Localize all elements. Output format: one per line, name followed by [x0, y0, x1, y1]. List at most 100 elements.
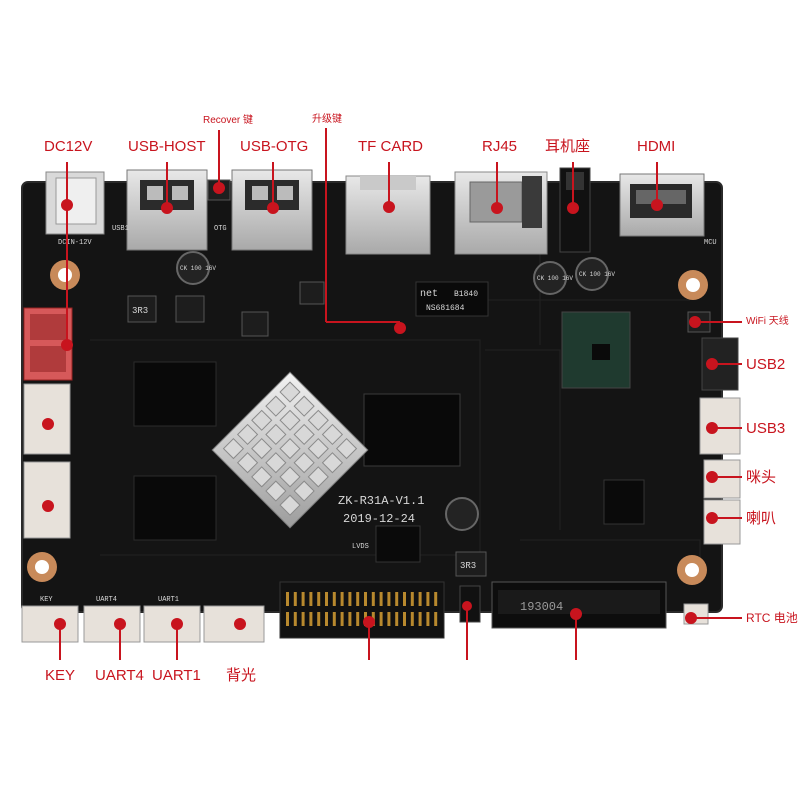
heatsink-fin — [236, 452, 259, 474]
dot-uart4 — [114, 618, 126, 630]
dot-mini-pcie — [570, 608, 582, 620]
gpio-pin — [286, 612, 289, 626]
dot-usb-otg — [267, 202, 279, 214]
label-speaker: 喇叭 — [746, 510, 777, 527]
dot-usb-host — [161, 202, 173, 214]
rj45-port — [454, 171, 548, 255]
heatsink-fin — [265, 452, 287, 474]
wifi-module — [561, 311, 631, 389]
inductor-1 — [127, 295, 157, 323]
emmc-chip — [363, 393, 461, 467]
lvds-chip — [375, 525, 421, 563]
dot-recover — [213, 182, 225, 194]
gpio-pin — [325, 592, 328, 606]
heatsink — [211, 371, 369, 529]
dot-rj45 — [491, 202, 503, 214]
silk-eth-brand: net — [420, 289, 438, 300]
dot-rtc — [685, 612, 697, 624]
silk-eth-line2: NS681684 — [426, 304, 465, 313]
gpio-pin — [301, 612, 305, 626]
left-connector-2 — [23, 461, 71, 539]
dc-jack — [45, 171, 105, 235]
dot-upgrade — [394, 322, 406, 334]
silk-cap-1: CK 100 16V — [180, 265, 216, 272]
gpio-pin — [364, 592, 367, 606]
gpio-pin — [317, 612, 321, 626]
gpio-pin — [395, 612, 399, 626]
gpio-pin — [395, 592, 399, 606]
silk-eth-line1: B1840 — [454, 290, 478, 299]
dot-usb2 — [706, 358, 718, 370]
label-upgrade: 升级键 — [312, 114, 342, 125]
label-rj45: RJ45 — [482, 138, 518, 155]
label-mic: 咪头 — [746, 469, 777, 486]
inductor-2 — [175, 295, 205, 323]
gpio-pin — [426, 612, 430, 626]
label-rtc: RTC 电池 — [746, 611, 798, 625]
heatsink-fin — [279, 409, 301, 431]
heatsink-fin — [293, 423, 315, 446]
heatsink-fin — [335, 437, 358, 460]
callouts — [42, 128, 742, 660]
gpio-pin — [410, 592, 414, 606]
gpio-pin — [309, 592, 313, 606]
heatsink-fin — [293, 452, 315, 474]
key-header — [21, 605, 79, 643]
inductor-5 — [299, 281, 325, 305]
heatsink-fin — [307, 409, 329, 431]
gpio-pin — [403, 612, 406, 626]
dot-left-connector-2 — [42, 500, 54, 512]
label-usb3: USB3 — [746, 420, 786, 437]
gpio-pin — [418, 592, 422, 606]
gpio-pin — [293, 612, 297, 626]
label-dc12v: DC12V — [44, 138, 93, 155]
dot-gpio — [363, 616, 375, 628]
heatsink-fin — [307, 437, 329, 460]
gpio-pin — [434, 592, 438, 606]
silk-dcin: DCIN-12V — [58, 239, 92, 247]
gpio-pin — [403, 592, 406, 606]
capacitor-4 — [445, 497, 479, 531]
heatsink-fin — [321, 423, 344, 446]
label-usb-host: USB-HOST — [128, 138, 206, 155]
label-usb2: USB2 — [746, 356, 786, 373]
capacitor-2 — [533, 261, 567, 295]
label-usb-otg: USB-OTG — [240, 138, 309, 155]
heatsink-fin — [265, 423, 287, 446]
mounting-hole-tl — [50, 260, 80, 290]
heatsink-fin — [265, 395, 287, 417]
heatsink-fin — [251, 437, 273, 460]
dot-speaker — [706, 512, 718, 524]
dot-earphone — [567, 202, 579, 214]
label-wifi: WiFi 天线 — [746, 316, 789, 327]
dot-key — [54, 618, 66, 630]
gpio-pin — [309, 612, 313, 626]
gpio-pin — [379, 612, 383, 626]
silk-mcu: MCU — [704, 239, 717, 247]
label-backlight: 背光 — [226, 667, 257, 684]
label-tf-card: TF CARD — [358, 138, 423, 155]
heatsink-fin — [222, 437, 245, 460]
dot-tf-card — [383, 201, 395, 213]
dot-small-header — [462, 601, 472, 611]
heatsink-fin — [321, 452, 344, 474]
silk-uart4: UART4 — [96, 596, 117, 604]
capacitor-3 — [575, 257, 609, 291]
ethernet-chip — [415, 281, 489, 317]
ram-chip-1 — [133, 361, 217, 427]
dot-dc12v-connector — [61, 339, 73, 351]
gpio-pin — [332, 592, 336, 606]
label-key: KEY — [45, 667, 76, 684]
heatsink-fin — [279, 381, 301, 403]
heatsink-fin — [293, 480, 315, 502]
heatsink-fin — [251, 466, 273, 488]
gpio-pin — [340, 592, 344, 606]
label-recover: Recover 键 — [203, 115, 254, 126]
label-hdmi: HDMI — [637, 138, 676, 155]
heatsink-fin — [251, 409, 273, 431]
gpio-pin — [418, 612, 422, 626]
label-uart4: UART4 — [95, 667, 144, 684]
silk-uart1: UART1 — [158, 596, 179, 604]
dot-mic — [706, 471, 718, 483]
